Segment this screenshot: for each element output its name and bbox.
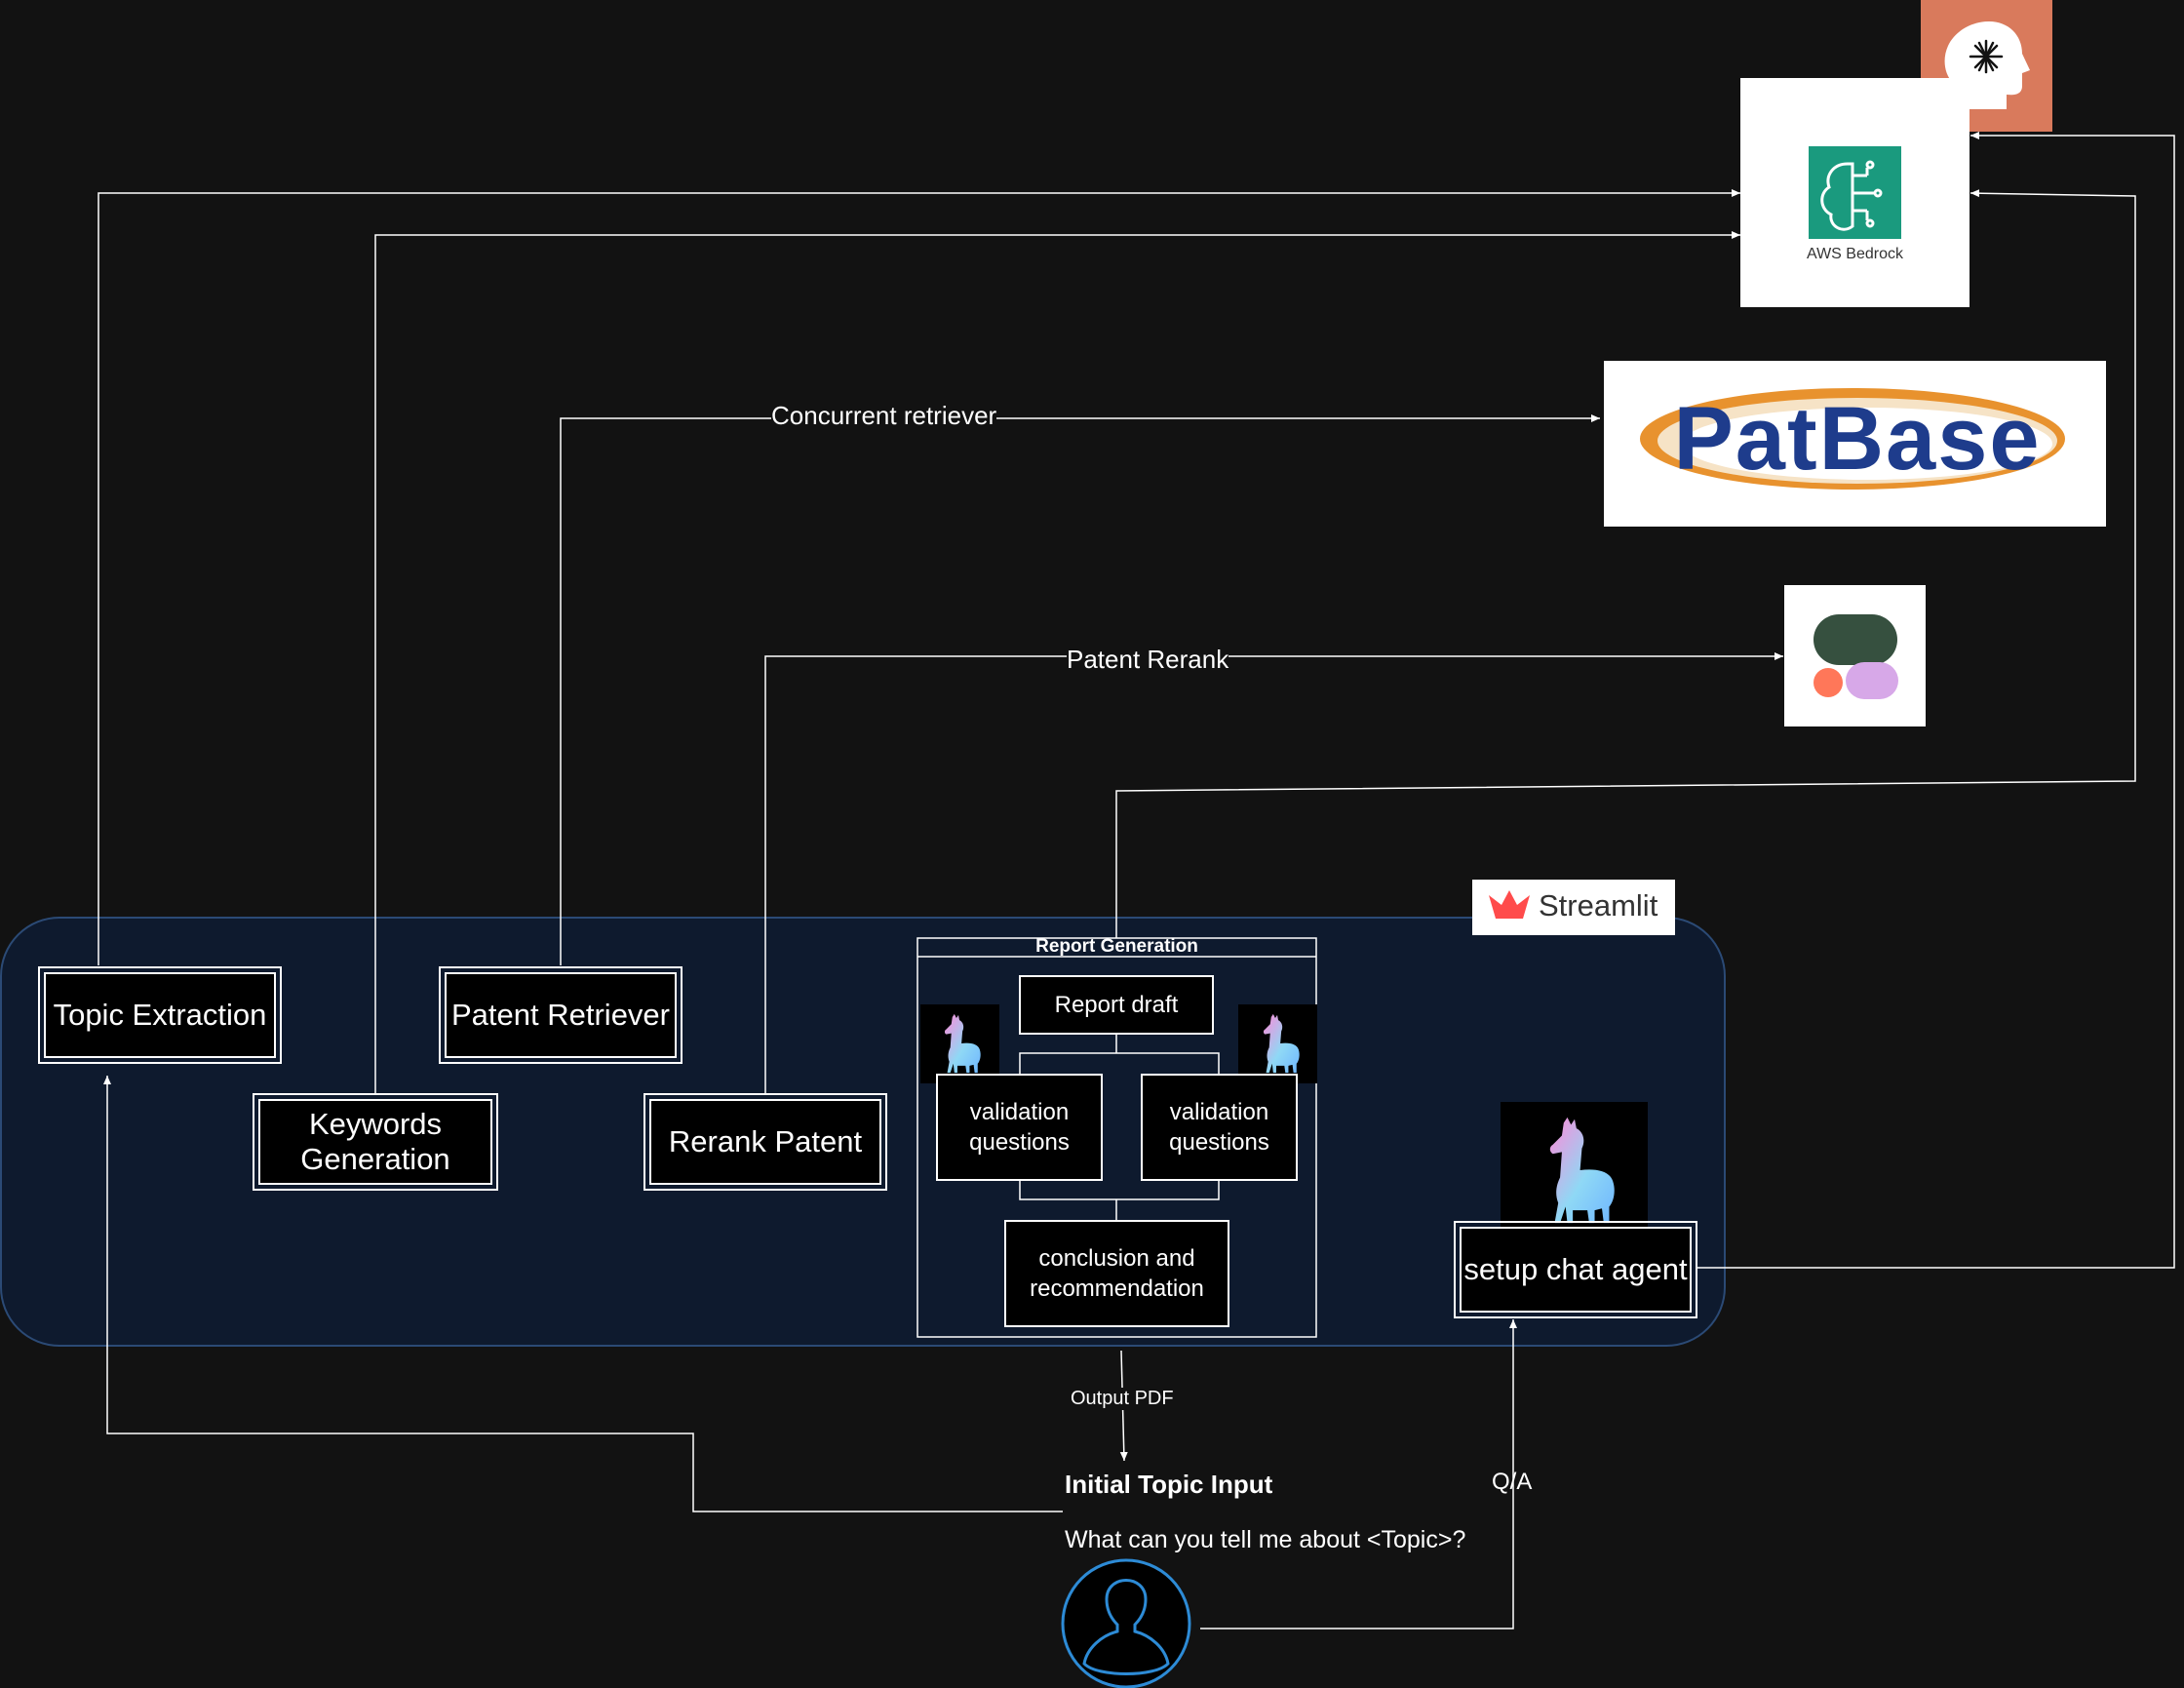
patent-retriever-node[interactable]: Patent Retriever <box>439 966 682 1064</box>
report-generation-title: Report Generation <box>1035 936 1198 957</box>
llama-icon-right <box>1238 1004 1317 1083</box>
setup-chat-agent-node[interactable]: setup chat agent <box>1454 1221 1697 1318</box>
report-draft-node[interactable]: Report draft <box>1019 975 1214 1035</box>
edge-keywords-to-bedrock <box>374 231 1740 1093</box>
patbase-logo-text: PatBase <box>1673 389 2042 489</box>
streamlit-label: Streamlit <box>1539 888 1658 923</box>
anthropic-tile <box>1921 0 2052 132</box>
patbase-card <box>1604 361 2106 527</box>
topic-extraction-node[interactable]: Topic Extraction <box>38 966 282 1064</box>
user-avatar-icon <box>1061 1558 1191 1688</box>
patent-rerank-label: Patent Rerank <box>1067 645 1229 675</box>
streamlit-crown-icon <box>1489 890 1530 919</box>
edge-user-to-topic <box>103 1076 1063 1512</box>
edge-retriever-to-patbase <box>560 414 1600 965</box>
output-pdf-label: Output PDF <box>1071 1388 1174 1410</box>
edge-topic-to-bedrock <box>98 189 1740 965</box>
edge-report-to-bedrock <box>1115 189 2136 938</box>
edge-draft-to-validation <box>1019 1035 1220 1074</box>
edge-user-qa-to-chat-agent <box>1200 1319 1517 1629</box>
rerank-patent-node[interactable]: Rerank Patent <box>644 1093 887 1191</box>
conclusion-recommendation-node[interactable]: conclusion and recommendation <box>1004 1220 1229 1327</box>
initial-topic-input-heading: Initial Topic Input <box>1065 1470 1273 1499</box>
edge-validation-to-conclusion <box>1019 1181 1220 1220</box>
keywords-generation-node[interactable]: Keywords Generation <box>253 1093 498 1191</box>
llama-icon-chat-agent <box>1501 1102 1648 1227</box>
aws-bedrock-card <box>1740 78 1970 307</box>
streamlit-badge <box>1472 880 1675 935</box>
validation-questions-right-node[interactable]: validation questions <box>1141 1074 1298 1181</box>
llama-icon-left <box>920 1004 999 1083</box>
concurrent-retriever-label: Concurrent retriever <box>771 401 997 431</box>
edge-chat-agent-to-anthropic <box>1696 132 2175 1269</box>
edge-rerank-to-cohere <box>764 652 1783 1093</box>
qa-label: Q/A <box>1492 1469 1533 1495</box>
validation-questions-left-node[interactable]: validation questions <box>936 1074 1103 1181</box>
user-question-text: What can you tell me about <Topic>? <box>1065 1526 1466 1553</box>
cohere-card <box>1784 585 1926 726</box>
cohere-logo-icon <box>1814 614 1898 699</box>
bedrock-label: AWS Bedrock <box>1807 246 1903 262</box>
